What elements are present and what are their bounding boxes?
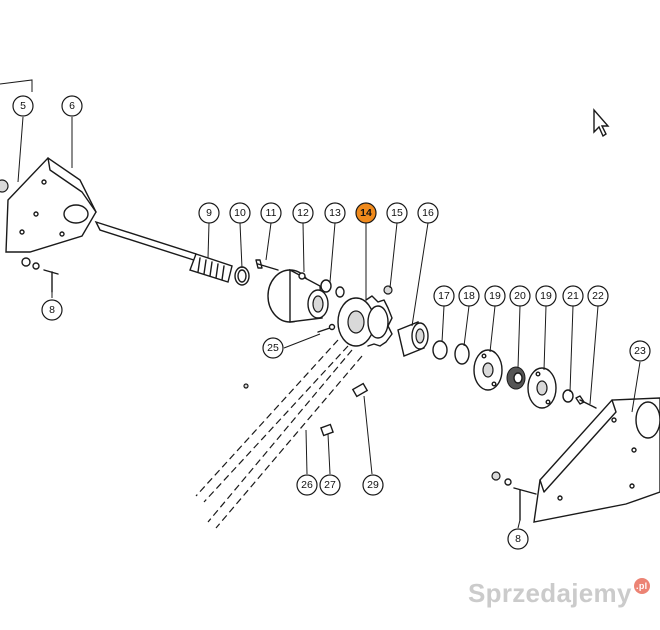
link-27 (320, 423, 334, 437)
svg-text:9: 9 (206, 207, 212, 219)
mouse-cursor-icon (593, 108, 610, 138)
washer-13b (335, 286, 345, 298)
shaft (94, 220, 250, 286)
nut-15 (383, 285, 393, 295)
callout-15: 15 (386, 202, 408, 224)
watermark-text: Sprzedajemy (468, 578, 632, 608)
svg-text:8: 8 (49, 304, 55, 316)
callout-9: 9 (198, 202, 220, 224)
callout-11: 11 (260, 202, 282, 224)
svg-text:11: 11 (266, 207, 277, 219)
svg-text:25: 25 (267, 342, 279, 354)
svg-text:26: 26 (301, 479, 313, 491)
callout-22: 22 (587, 285, 609, 307)
callout-14: 14 (355, 202, 377, 224)
callout-27: 27 (319, 474, 341, 496)
svg-text:8: 8 (515, 533, 521, 545)
callout-20: 20 (509, 285, 531, 307)
link-29 (351, 382, 369, 398)
callout-13: 13 (324, 202, 346, 224)
callout-8-right: 8 (507, 528, 529, 550)
svg-text:14: 14 (360, 207, 372, 219)
svg-text:10: 10 (234, 207, 246, 219)
washer-13a (320, 279, 332, 293)
callout-6: 6 (61, 95, 83, 117)
callout-8-left: 8 (41, 299, 63, 321)
svg-text:23: 23 (634, 345, 646, 357)
svg-text:27: 27 (324, 479, 336, 491)
leader-lines (17, 116, 641, 529)
svg-text:22: 22 (592, 290, 604, 302)
bolt-11 (255, 259, 279, 271)
bearing (506, 366, 526, 390)
svg-text:16: 16 (422, 207, 434, 219)
callout-18: 18 (458, 285, 480, 307)
washer-21 (562, 389, 574, 403)
bolt-22 (575, 395, 597, 409)
svg-text:5: 5 (20, 100, 26, 112)
chain (195, 339, 363, 529)
callout-25: 25 (262, 337, 284, 359)
sprocket (337, 295, 393, 347)
hub (267, 268, 329, 323)
svg-text:19: 19 (540, 290, 552, 302)
svg-text:15: 15 (391, 207, 403, 219)
callout-26: 26 (296, 474, 318, 496)
frame-line (0, 79, 33, 92)
bushing (397, 321, 429, 357)
svg-text:12: 12 (297, 207, 309, 219)
svg-text:6: 6 (69, 100, 75, 112)
left-side-plate (0, 157, 97, 293)
flange-left (473, 349, 503, 391)
callout-19-right: 19 (535, 285, 557, 307)
flange-right (527, 367, 557, 409)
pin-25-head (328, 323, 336, 331)
callout-23: 23 (629, 340, 651, 362)
callout-5: 5 (12, 95, 34, 117)
svg-text:21: 21 (567, 290, 579, 302)
callout-labels: 5 6 8 9 10 11 12 13 14 15 16 17 18 19 20… (12, 95, 651, 550)
svg-text:29: 29 (367, 479, 379, 491)
svg-text:18: 18 (463, 290, 475, 302)
pin-25 (317, 327, 331, 333)
callout-19-left: 19 (484, 285, 506, 307)
watermark-logo: Sprzedajemy.pl (468, 578, 650, 609)
right-side-plate (491, 397, 660, 523)
svg-text:19: 19 (489, 290, 501, 302)
callout-29: 29 (362, 474, 384, 496)
ring-17 (432, 340, 448, 360)
callout-16: 16 (417, 202, 439, 224)
dot-mark (243, 383, 249, 389)
callout-12: 12 (292, 202, 314, 224)
callout-17: 17 (433, 285, 455, 307)
svg-text:13: 13 (329, 207, 341, 219)
watermark-badge: .pl (633, 578, 650, 594)
ring-18 (454, 343, 470, 365)
callout-10: 10 (229, 202, 251, 224)
svg-text:20: 20 (514, 290, 526, 302)
callout-21: 21 (562, 285, 584, 307)
svg-text:17: 17 (438, 290, 450, 302)
